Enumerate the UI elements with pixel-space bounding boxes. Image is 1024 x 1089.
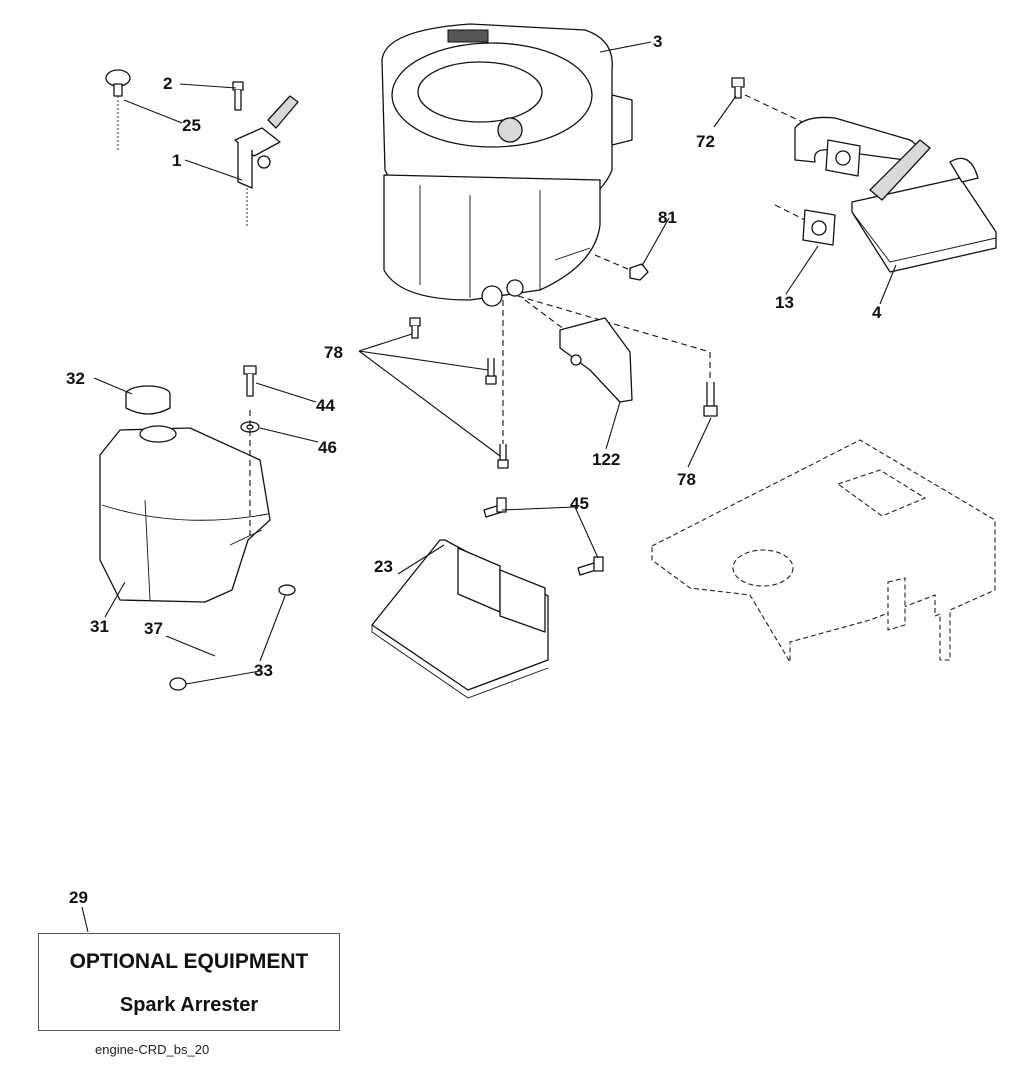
engine [381, 23, 633, 307]
callout-25: 25 [182, 116, 201, 135]
callout-23: 23 [374, 557, 393, 576]
callout-1: 1 [172, 151, 181, 170]
callout-78-right: 78 [677, 470, 696, 489]
fuel-hose [176, 590, 287, 685]
callout-3: 3 [653, 32, 662, 51]
bolt-78-lower [497, 444, 509, 469]
exhaust-pipe [794, 116, 917, 177]
screw-2 [232, 81, 244, 111]
callout-122: 122 [592, 450, 620, 469]
diagram-caption: engine-CRD_bs_20 [95, 1042, 210, 1057]
callout-31: 31 [90, 617, 109, 636]
callout-29: 29 [69, 888, 88, 907]
gasket-13 [802, 209, 836, 246]
callout-45: 45 [570, 494, 589, 513]
optional-equipment-box: OPTIONAL EQUIPMENT Spark Arrester [38, 933, 340, 1031]
hose-clamp-bottom [169, 677, 187, 691]
bolt-78-left [409, 317, 421, 339]
callout-72: 72 [696, 132, 715, 151]
callout-32: 32 [66, 369, 85, 388]
choke-knob-cable [105, 69, 131, 152]
leader-lines [81, 41, 897, 933]
callout-46: 46 [318, 438, 337, 457]
heat-shield [559, 317, 633, 403]
callout-81: 81 [658, 208, 677, 227]
callout-2: 2 [163, 74, 172, 93]
fuel-cap [125, 385, 171, 415]
hose-clamp-top [278, 584, 296, 596]
callout-33: 33 [254, 661, 273, 680]
engine-plate [371, 539, 549, 699]
throttle-control [234, 95, 299, 226]
chassis-frame [651, 439, 996, 664]
callout-78-left: 78 [324, 343, 343, 362]
fuel-tank [99, 425, 271, 603]
callout-44: 44 [316, 396, 335, 415]
optional-equipment-title: OPTIONAL EQUIPMENT [69, 950, 309, 973]
bolt-72 [731, 77, 745, 99]
callout-13: 13 [775, 293, 794, 312]
callout-37: 37 [144, 619, 163, 638]
optional-equipment-item: Spark Arrester [119, 994, 259, 1016]
screw-44 [243, 365, 257, 397]
muffler [851, 139, 997, 273]
bolt-78-middle [485, 358, 497, 385]
nut-81 [629, 263, 649, 281]
bolt-45-upper [483, 497, 507, 518]
bolt-45-lower [577, 556, 604, 576]
bolt-78-right [703, 382, 718, 417]
callout-4: 4 [872, 303, 882, 322]
